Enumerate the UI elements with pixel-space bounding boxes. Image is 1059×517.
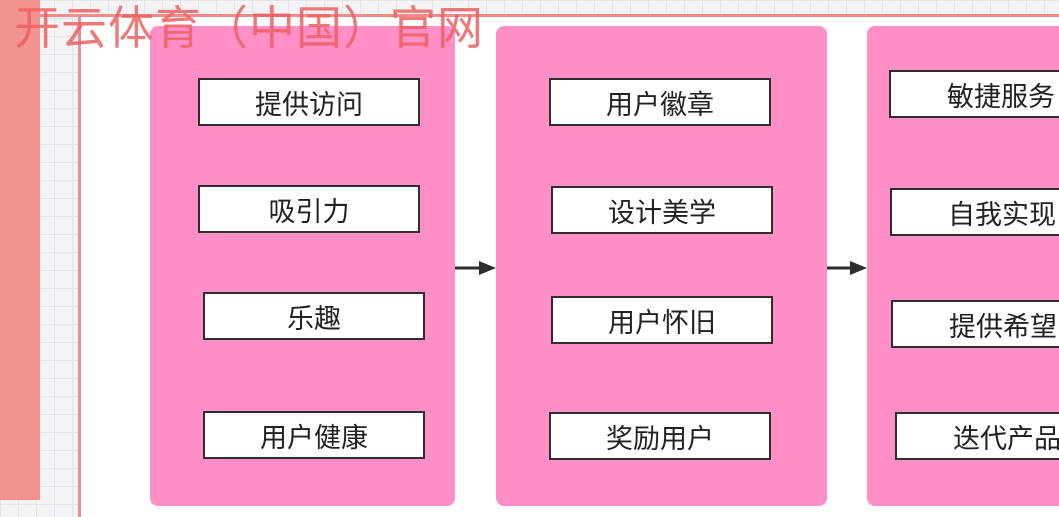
node-box[interactable]: 奖励用户 bbox=[549, 412, 771, 460]
node-box[interactable]: 敏捷服务 bbox=[889, 70, 1059, 118]
stage-column-1[interactable]: 提供访问 吸引力 乐趣 用户健康 bbox=[150, 26, 455, 506]
node-box[interactable]: 设计美学 bbox=[551, 186, 773, 234]
node-box[interactable]: 用户徽章 bbox=[549, 78, 771, 126]
watermark-text: 开云体育（中国）官网 bbox=[14, 1, 484, 55]
node-box[interactable]: 提供访问 bbox=[198, 78, 420, 126]
node-box[interactable]: 用户健康 bbox=[203, 411, 425, 459]
node-box[interactable]: 乐趣 bbox=[203, 292, 425, 340]
node-box[interactable]: 自我实现 bbox=[890, 188, 1059, 236]
node-box[interactable]: 用户怀旧 bbox=[551, 296, 773, 344]
flow-arrow-2[interactable] bbox=[827, 258, 867, 278]
node-box[interactable]: 吸引力 bbox=[198, 185, 420, 233]
stage-column-3[interactable]: 敏捷服务 自我实现 提供希望 迭代产品 bbox=[867, 26, 1059, 506]
flow-arrow-1[interactable] bbox=[455, 258, 496, 278]
node-box[interactable]: 提供希望 bbox=[891, 300, 1059, 348]
left-side-strip bbox=[0, 0, 40, 500]
node-box[interactable]: 迭代产品 bbox=[895, 412, 1059, 460]
stage-column-2[interactable]: 用户徽章 设计美学 用户怀旧 奖励用户 bbox=[496, 26, 827, 506]
